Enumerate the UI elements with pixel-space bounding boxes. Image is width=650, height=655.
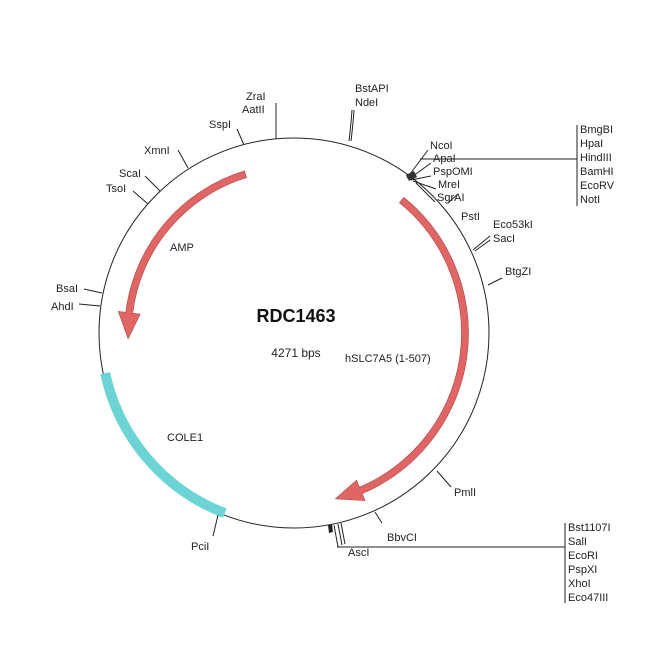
site-bsai[interactable]: BsaI bbox=[56, 283, 78, 295]
site-noti[interactable]: NotI bbox=[580, 194, 600, 206]
site-bst1107i[interactable]: Bst1107I bbox=[568, 522, 611, 534]
feature-label-amp[interactable]: AMP bbox=[170, 242, 194, 254]
site-xhoi[interactable]: XhoI bbox=[568, 578, 591, 590]
mcs2-site-list: Bst1107I SalI EcoRI PspXI XhoI Eco47III bbox=[568, 522, 611, 604]
site-btgzi[interactable]: BtgZI bbox=[505, 266, 531, 278]
site-bmgbi[interactable]: BmgBI bbox=[580, 124, 613, 136]
site-ecorv[interactable]: EcoRV bbox=[580, 180, 615, 192]
site-xmni[interactable]: XmnI bbox=[144, 145, 170, 157]
site-pspomi[interactable]: PspOMI bbox=[433, 166, 473, 178]
site-ticks bbox=[78, 103, 578, 603]
site-ahdi[interactable]: AhdI bbox=[51, 301, 74, 313]
site-ecori[interactable]: EcoRI bbox=[568, 550, 598, 562]
site-eco47iii[interactable]: Eco47III bbox=[568, 592, 608, 604]
site-mrei[interactable]: MreI bbox=[438, 179, 460, 191]
site-ncoi[interactable]: NcoI bbox=[430, 140, 453, 152]
site-sali[interactable]: SalI bbox=[568, 536, 587, 548]
feature-label-hslc7a5[interactable]: hSLC7A5 (1-507) bbox=[345, 353, 431, 365]
plasmid-size: 4271 bps bbox=[271, 346, 320, 360]
site-hindiii[interactable]: HindIII bbox=[580, 152, 612, 164]
site-pspxi[interactable]: PspXI bbox=[568, 564, 597, 576]
site-bbvci[interactable]: BbvCI bbox=[387, 532, 417, 544]
site-psti[interactable]: PstI bbox=[461, 211, 480, 223]
feature-amp-arrow[interactable] bbox=[117, 170, 247, 340]
backbone-circle bbox=[98, 137, 490, 529]
site-scai[interactable]: ScaI bbox=[119, 168, 141, 180]
mcs1-site-list: BmgBI HpaI HindIII BamHI EcoRV NotI bbox=[580, 124, 615, 206]
site-sgrai[interactable]: SgrAI bbox=[437, 192, 465, 204]
feature-hslc7a5-arrow[interactable] bbox=[334, 196, 469, 501]
site-zrai[interactable]: ZraI bbox=[246, 91, 266, 103]
feature-label-cole1[interactable]: COLE1 bbox=[167, 432, 203, 444]
site-asci[interactable]: AscI bbox=[348, 547, 369, 559]
feature-cole1-band[interactable] bbox=[100, 372, 227, 518]
site-bamhi[interactable]: BamHI bbox=[580, 166, 614, 178]
site-bstapi[interactable]: BstAPI bbox=[355, 83, 389, 95]
site-hpai[interactable]: HpaI bbox=[580, 138, 603, 150]
site-eco53ki[interactable]: Eco53kI bbox=[493, 219, 533, 231]
site-aatii[interactable]: AatII bbox=[242, 104, 265, 116]
site-pmli[interactable]: PmlI bbox=[454, 487, 476, 499]
site-sspi[interactable]: SspI bbox=[209, 119, 231, 131]
site-apai[interactable]: ApaI bbox=[433, 153, 456, 165]
site-ndei[interactable]: NdeI bbox=[355, 97, 378, 109]
plasmid-name: RDC1463 bbox=[256, 306, 335, 326]
site-tsoi[interactable]: TsoI bbox=[106, 183, 126, 195]
site-pcii[interactable]: PciI bbox=[191, 541, 209, 553]
site-saci[interactable]: SacI bbox=[493, 233, 515, 245]
